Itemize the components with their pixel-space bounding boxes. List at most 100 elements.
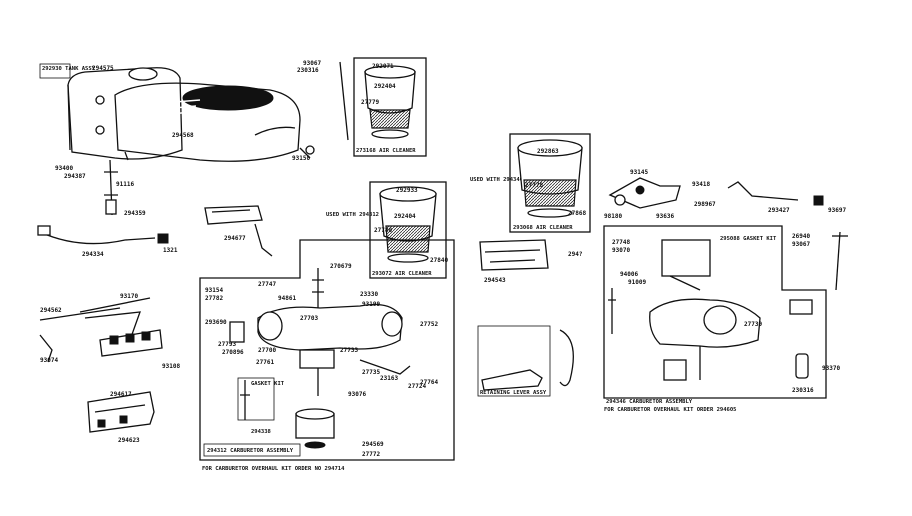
spring-1: 26940 xyxy=(792,233,810,240)
fuel-bowl-1 xyxy=(299,349,335,369)
callout-label: 93070 xyxy=(612,247,630,254)
spring-2: 93067 xyxy=(792,241,810,248)
wire-end-label: 1321 xyxy=(163,247,178,254)
air-cleaner-3: USED WITH 294346 CARBURETOR 292863 27778… xyxy=(470,133,591,233)
cleaner-3-caption: 293068 AIR CLEANER xyxy=(513,225,573,231)
far-right-group: 26940 93067 93370 230316 xyxy=(792,231,848,394)
cleaner-1-part: 292071 xyxy=(372,63,394,70)
cleaner-2-inner: 292404 xyxy=(394,213,416,220)
cleaner-3-sub: 27778 xyxy=(525,182,543,189)
mid-bracket-label: 294543 xyxy=(484,277,506,284)
top-label-2: 230316 xyxy=(297,67,319,74)
fuel-tank xyxy=(67,67,183,160)
tank-part-label: 294575 xyxy=(92,65,114,72)
callout-label: 27752 xyxy=(420,321,438,328)
right-top-5: 98180 xyxy=(604,213,622,220)
mid-bracket xyxy=(204,205,263,225)
left-d-label: 294359 xyxy=(124,210,146,217)
cleaner-2-part: 292933 xyxy=(396,187,418,194)
callout-label: 27772 xyxy=(362,451,380,458)
choke-assembly xyxy=(661,239,711,277)
callout-label: 27793 xyxy=(218,341,236,348)
blower-housing xyxy=(114,82,301,162)
panel-2-footer: 294346 CARBURETOR ASSEMBLY xyxy=(606,399,693,405)
cleaner-1-caption: 273168 AIR CLEANER xyxy=(356,148,416,154)
right-top-2: 93418 xyxy=(692,181,710,188)
callout-label: 27782 xyxy=(205,295,223,302)
wire-label: 294334 xyxy=(82,251,104,258)
callout-label: 27748 xyxy=(612,239,630,246)
right-linkage-group: 93145 93418 298967 93636 98180 293427 93… xyxy=(604,169,846,220)
linkage-caption: RETAINING LEVER ASSY xyxy=(480,390,547,396)
cleaner-1-box xyxy=(353,57,427,157)
fuel-tank-shroud-group: 292930 TANK ASSY 294575 294568 93400 294… xyxy=(39,63,315,217)
governor-label-4: 93074 xyxy=(40,357,58,364)
wire xyxy=(39,231,156,245)
throttle-bracket xyxy=(479,239,549,271)
callout-label: 23330 xyxy=(360,291,378,298)
left-c-label: 91116 xyxy=(116,181,134,188)
wire-group: 294334 1321 xyxy=(37,225,178,258)
bottom-left-1: 294617 xyxy=(110,391,132,398)
left-b-label: 294387 xyxy=(64,173,86,180)
callout-label: 27761 xyxy=(256,359,274,366)
right-top-4: 93636 xyxy=(656,213,674,220)
air-intake-grille xyxy=(182,85,274,111)
panel-1-border xyxy=(199,239,455,461)
governor-label-1: 294562 xyxy=(40,307,62,314)
governor-group: 294562 93170 93108 93074 xyxy=(39,293,180,370)
bottom-left-2: 294623 xyxy=(118,437,140,444)
cleaner-1-inner: 292404 xyxy=(374,83,396,90)
left-e-label: 93150 xyxy=(292,155,310,162)
used-with-1: USED WITH 294312 CARBURETOR xyxy=(326,212,416,218)
right-top-3: 298967 xyxy=(694,201,716,208)
governor-lever xyxy=(608,177,681,209)
mid-bracket-label-2: 294? xyxy=(568,251,583,258)
callout-label: 94861 xyxy=(278,295,296,302)
callout-label: 27724 xyxy=(408,383,426,390)
shroud-label: 294568 xyxy=(172,132,194,139)
cleaner-3-side: 27868 xyxy=(568,210,586,217)
top-label-1: 93067 xyxy=(303,60,321,67)
right-wire-label: 293427 xyxy=(768,207,790,214)
mid-bracket-group: 294677 294? 294543 xyxy=(204,205,583,284)
callout-label: 27764 xyxy=(420,379,438,386)
mid-lever-label: 294677 xyxy=(224,235,246,242)
used-with-2: USED WITH 294346 CARBURETOR xyxy=(470,177,560,183)
cleaner-3-part: 292863 xyxy=(537,148,559,155)
callout-label: 27735 xyxy=(362,369,380,376)
cleaner-2-side: 27840 xyxy=(430,257,448,264)
linkage-group: RETAINING LEVER ASSY xyxy=(477,325,574,397)
fuel-cap xyxy=(128,67,158,81)
cleaner-2-box xyxy=(369,181,447,279)
panel-2-kit: 295088 GASKET KIT xyxy=(720,236,777,242)
far-right-3: 230316 xyxy=(792,387,814,394)
tank-assy-label-box xyxy=(39,63,71,79)
carburetor-panel-2: 294346 CARBURETOR ASSEMBLY FOR CARBURETO… xyxy=(603,225,827,413)
retaining-lever xyxy=(481,369,543,391)
panel-1-kit: GASKET KIT xyxy=(251,381,285,387)
air-cleaner-2: USED WITH 294312 CARBURETOR 292933 29240… xyxy=(326,181,448,279)
callout-label: 27747 xyxy=(258,281,276,288)
right-wire-end: 93697 xyxy=(828,207,846,214)
panel-1-note: FOR CARBURETOR OVERHAUL KIT ORDER NO 294… xyxy=(202,466,345,472)
callout-label: 93199 xyxy=(362,301,380,308)
panel-2-border xyxy=(603,225,827,399)
governor-label-3: 93108 xyxy=(162,363,180,370)
panel-1-kit-2: 294338 xyxy=(251,429,271,435)
callout-label: 27739 xyxy=(744,321,762,328)
tank-assy-label: 292930 TANK ASSY xyxy=(42,66,96,72)
cleaner-1-sub: 27779 xyxy=(361,99,379,106)
callout-label: 27703 xyxy=(300,315,318,322)
callout-label: 294569 xyxy=(362,441,384,448)
callout-label: 293690 xyxy=(205,319,227,326)
cleaner-2-caption: 293072 AIR CLEANER xyxy=(372,271,432,277)
callout-label: 93076 xyxy=(348,391,366,398)
callout-label: 94006 xyxy=(620,271,638,278)
air-cleaner-1: 93067 230316 292071 292404 27779 273168 … xyxy=(297,57,427,157)
callout-label: 270896 xyxy=(222,349,244,356)
carburetor-panel-1: 294312 CARBURETOR ASSEMBLY FOR CARBURETO… xyxy=(199,239,455,472)
panel-1-footer: 294312 CARBURETOR ASSEMBLY xyxy=(207,448,294,454)
left-a-label: 93400 xyxy=(55,165,73,172)
